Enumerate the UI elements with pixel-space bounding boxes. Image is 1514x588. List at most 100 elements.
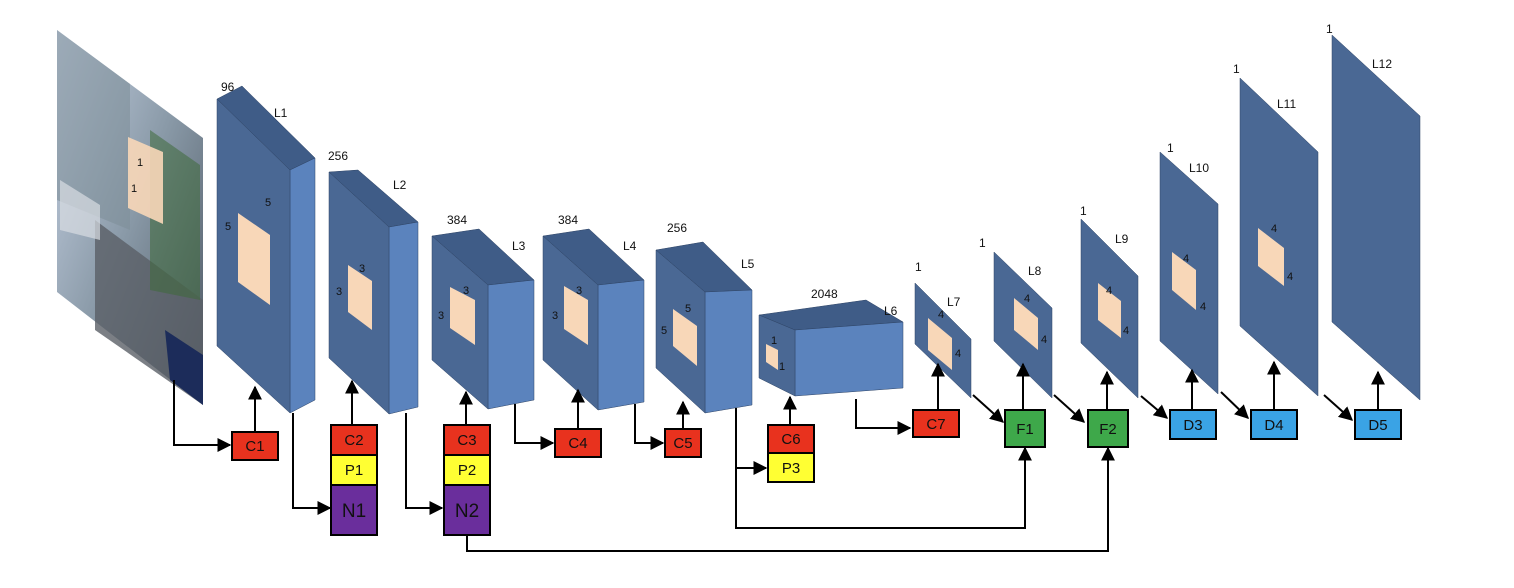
op-label-f1: F1 (1016, 421, 1034, 438)
layer-l12: 1 L12 (1326, 22, 1421, 401)
op-p2: P2 (443, 454, 491, 486)
depth-label-l5: 256 (667, 221, 687, 235)
op-label-d3: D3 (1183, 417, 1202, 434)
input-kernel-label-2: 1 (131, 183, 137, 195)
layer-l9: 1 L9 4 4 (1080, 204, 1139, 399)
kernel-patch-l7 (928, 318, 952, 370)
kernel-patch-l6 (766, 344, 778, 370)
op-c5: C5 (664, 428, 702, 458)
depth-label-l4: 384 (558, 213, 578, 227)
op-d3: D3 (1169, 409, 1217, 440)
op-label-p1: P1 (345, 462, 363, 479)
kernel-label-l3-b: 3 (463, 285, 469, 297)
kernel-label-l10-a: 4 (1183, 253, 1189, 265)
op-label-d5: D5 (1368, 417, 1387, 434)
op-c1: C1 (231, 431, 279, 461)
kernel-patch-l3 (450, 287, 475, 345)
layer-label-l1: L1 (274, 106, 288, 120)
kernel-label-l11-b: 4 (1287, 271, 1293, 283)
op-c2: C2 (330, 424, 378, 456)
kernel-label-l5-a: 5 (661, 325, 667, 337)
depth-label-l2: 256 (328, 149, 348, 163)
kernel-label-l7-a: 4 (938, 309, 944, 321)
kernel-label-l7-b: 4 (955, 348, 961, 360)
op-label-c1: C1 (245, 438, 264, 455)
op-label-n2: N2 (455, 501, 479, 522)
layer-l3: 384 L3 3 3 (431, 213, 535, 410)
op-label-c3: C3 (457, 432, 476, 449)
depth-label-l9: 1 (1080, 204, 1087, 218)
layer-l7: 1 L7 4 4 (914, 260, 972, 399)
layer-l10: 1 L10 4 4 (1159, 141, 1219, 395)
depth-label-l6: 2048 (811, 287, 838, 301)
kernel-label-l1-b: 5 (265, 197, 271, 209)
op-c4: C4 (554, 428, 602, 458)
op-c3: C3 (443, 424, 491, 456)
op-c7: C7 (912, 409, 960, 438)
kernel-label-l10-b: 4 (1200, 301, 1206, 313)
kernel-label-l8-a: 4 (1024, 293, 1030, 305)
kernel-label-l1-a: 5 (225, 221, 231, 233)
layer-label-l8: L8 (1028, 264, 1042, 278)
layer-label-l11: L11 (1277, 97, 1296, 111)
layer-label-l12: L12 (1372, 57, 1392, 71)
op-n1: N1 (330, 484, 378, 536)
op-label-c4: C4 (568, 435, 587, 452)
kernel-patch-l1 (238, 213, 270, 305)
input-image: 1 1 (57, 30, 203, 405)
kernel-label-l11-a: 4 (1271, 223, 1277, 235)
op-label-p3: P3 (782, 460, 800, 477)
kernel-patch-l10 (1172, 252, 1196, 310)
input-kernel-label-1: 1 (137, 157, 143, 169)
connectors (173, 360, 1385, 552)
op-label-c6: C6 (781, 431, 800, 448)
op-label-p2: P2 (458, 462, 476, 479)
layer-label-l3: L3 (512, 239, 526, 253)
depth-label-l7: 1 (915, 260, 922, 274)
kernel-label-l6-b: 1 (779, 361, 785, 373)
depth-label-l11: 1 (1233, 62, 1240, 76)
kernel-patch-l11 (1258, 228, 1284, 286)
depth-label-l10: 1 (1167, 141, 1174, 155)
depth-label-l1: 96 (221, 80, 235, 94)
depth-label-l3: 384 (447, 213, 467, 227)
layer-l6: 2048 L6 1 1 (758, 287, 904, 397)
op-c6: C6 (767, 424, 815, 454)
op-label-d4: D4 (1264, 417, 1283, 434)
kernel-label-l2-a: 3 (336, 286, 342, 298)
op-f2: F2 (1087, 409, 1129, 448)
kernel-patch-l9 (1098, 283, 1121, 338)
op-p3: P3 (767, 452, 815, 483)
kernel-label-l4-b: 3 (576, 285, 582, 297)
layer-l11: 1 L11 4 4 (1233, 62, 1319, 397)
op-n2: N2 (443, 484, 491, 536)
kernel-label-l6-a: 1 (771, 335, 777, 347)
kernel-label-l4-a: 3 (552, 310, 558, 322)
layer-label-l5: L5 (741, 257, 755, 271)
op-d5: D5 (1354, 409, 1402, 440)
depth-label-l8: 1 (979, 236, 986, 250)
layer-label-l2: L2 (393, 178, 407, 192)
kernel-patch-l2 (348, 265, 372, 330)
kernel-label-l9-b: 4 (1123, 325, 1129, 337)
kernel-patch-l4 (564, 286, 588, 345)
layer-label-l4: L4 (623, 239, 637, 253)
kernel-label-l3-a: 3 (438, 310, 444, 322)
layer-l4: 384 L4 3 3 (542, 213, 645, 411)
input-kernel-patch (128, 137, 163, 224)
kernel-label-l2-b: 3 (359, 263, 365, 275)
op-label-f2: F2 (1099, 421, 1117, 438)
op-label-n1: N1 (342, 501, 366, 522)
kernel-label-l8-b: 4 (1041, 334, 1047, 346)
depth-label-l12: 1 (1326, 22, 1333, 36)
layer-label-l7: L7 (947, 295, 961, 309)
op-label-c2: C2 (344, 432, 363, 449)
layer-label-l9: L9 (1115, 232, 1129, 246)
layer-l5: 256 L5 5 5 (655, 221, 755, 414)
kernel-label-l5-b: 5 (685, 303, 691, 315)
layer-label-l10: L10 (1189, 161, 1209, 175)
op-label-c5: C5 (673, 435, 692, 452)
kernel-label-l9-a: 4 (1106, 285, 1112, 297)
layer-label-l6: L6 (884, 304, 898, 318)
